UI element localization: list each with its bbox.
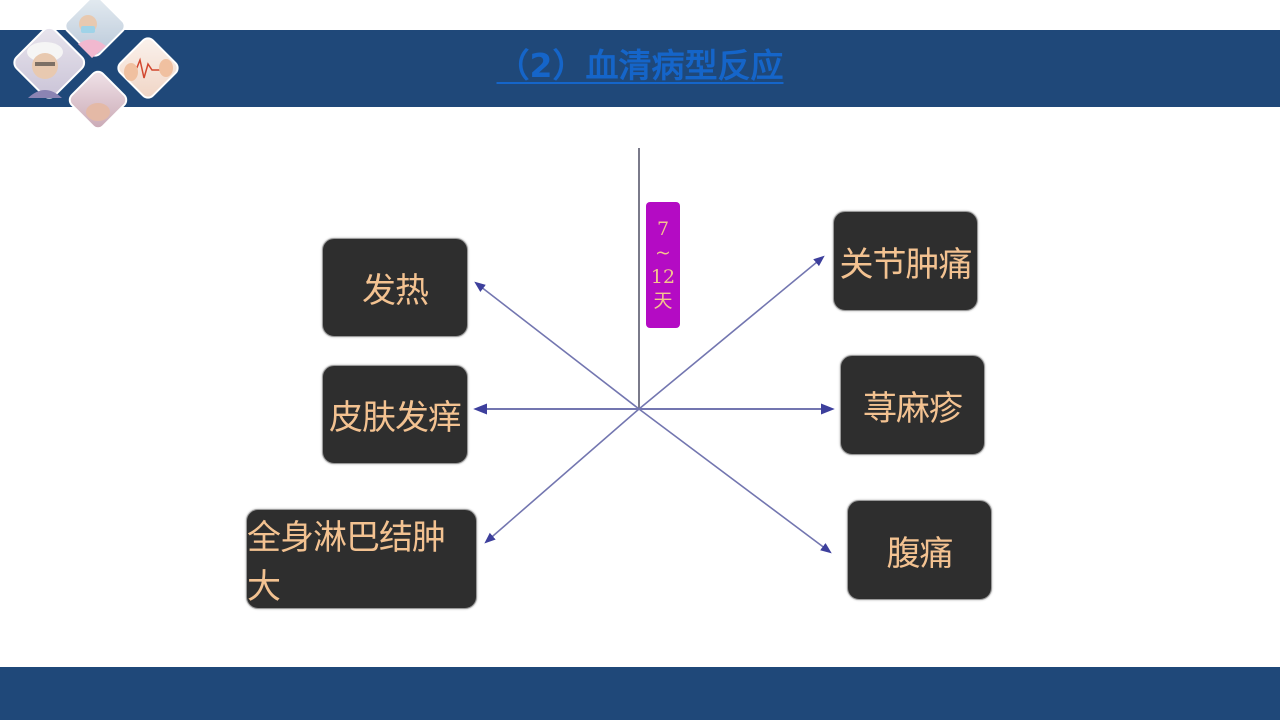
symptom-box-itchy-skin: 皮肤发痒: [322, 365, 468, 464]
duration-tag: 7 ~ 12 天: [646, 202, 680, 328]
symptom-label: 全身淋巴结肿大: [247, 518, 446, 607]
symptom-box-abdominal-pain: 腹痛: [847, 500, 992, 600]
symptom-box-fever: 发热: [322, 238, 468, 337]
symptom-box-lymphadenopathy: 全身淋巴结肿大: [246, 509, 477, 609]
symptom-label: 皮肤发痒: [329, 398, 462, 438]
newborn-baby-photo: [68, 70, 128, 132]
photo-collage: [13, 0, 179, 132]
symptom-box-joint-pain: 关节肿痛: [833, 211, 978, 311]
symptom-label: 荨麻疹: [863, 388, 963, 429]
nurse-with-mask-photo: [64, 0, 126, 58]
symptom-label: 发热: [362, 271, 429, 311]
duration-start: 7: [656, 218, 670, 240]
arrow-to-fever: [474, 281, 640, 410]
arrow-to-joint-pain: [638, 255, 825, 410]
heart-hands-photo: [117, 37, 179, 99]
footer-bar: [0, 667, 1280, 720]
header-bar: [0, 30, 1280, 107]
symptom-label: 关节肿痛: [839, 244, 973, 285]
symptom-box-urticaria: 荨麻疹: [840, 355, 985, 455]
symptom-label: 腹痛: [886, 533, 954, 574]
nurse-with-cap-photo: [13, 26, 86, 99]
duration-unit: 天: [653, 290, 673, 312]
arrow-to-abdominal-pain: [638, 408, 832, 554]
arrow-to-lymphadenopathy: [484, 408, 640, 544]
duration-separator: ~: [655, 242, 671, 264]
page-title: （2）血清病型反应: [496, 46, 784, 85]
duration-end: 12: [650, 266, 676, 288]
